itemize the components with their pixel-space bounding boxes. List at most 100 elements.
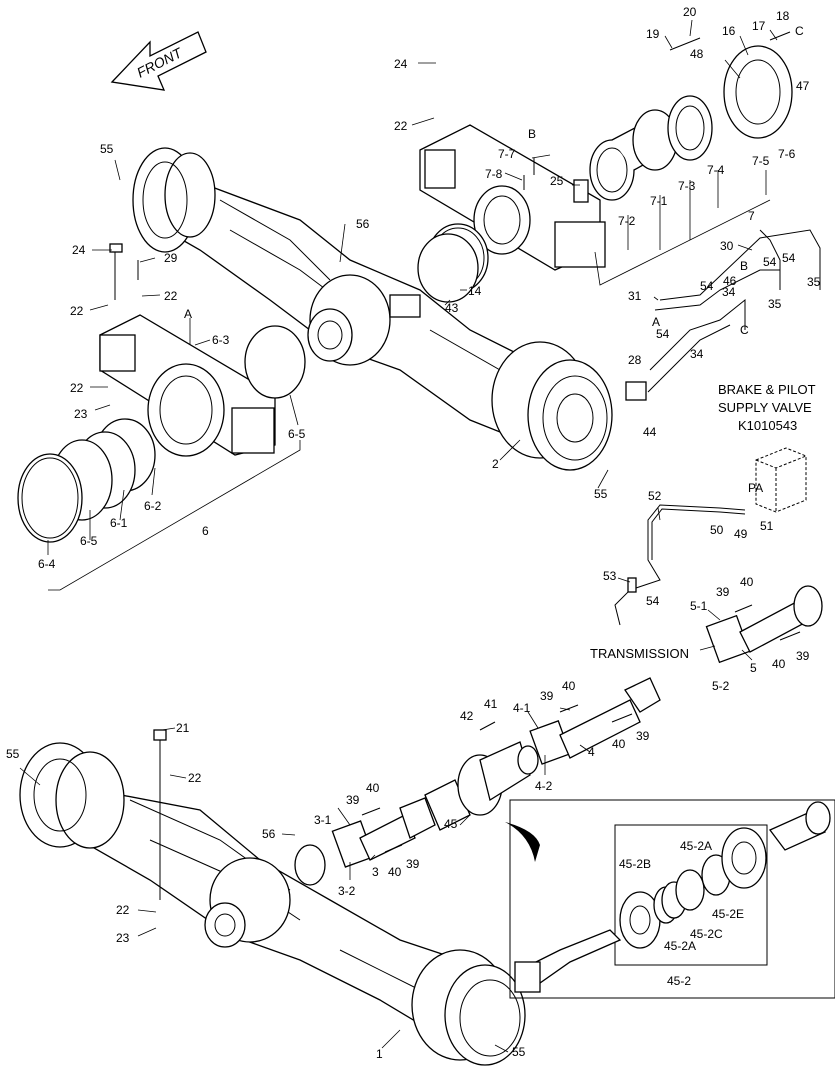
- part-label: 7-2: [618, 214, 636, 228]
- part-label: 22: [116, 903, 130, 917]
- part-label: 20: [683, 5, 697, 19]
- part-label: 40: [740, 575, 754, 589]
- drive-shaft-5: [705, 585, 823, 664]
- rear-axle-assembly: [132, 147, 613, 471]
- part-label: 41: [484, 697, 498, 711]
- part-label: 40: [366, 781, 380, 795]
- part-label: 40: [562, 679, 576, 693]
- part-label: 29: [164, 251, 178, 265]
- rear-trunnion-bracket: [419, 124, 606, 271]
- part-label: 34: [722, 285, 736, 299]
- part-label: 5-1: [690, 599, 708, 613]
- part-label: 55: [6, 747, 20, 761]
- part-label: C: [740, 323, 749, 337]
- part-label: 45-2A: [680, 839, 712, 853]
- pa-port-label: PA: [748, 481, 763, 495]
- part-label: 4-2: [535, 779, 553, 793]
- brake-note-line-1: BRAKE & PILOT: [718, 382, 816, 397]
- part-label: 39: [716, 585, 730, 599]
- part-label: 5: [750, 661, 757, 675]
- part-label: 39: [406, 857, 420, 871]
- part-label: 3-2: [338, 884, 356, 898]
- part-label: 30: [720, 239, 734, 253]
- part-label: 31: [628, 289, 642, 303]
- part-label: 45: [444, 817, 458, 831]
- part-label: 54: [700, 279, 714, 293]
- brake-piping: [625, 229, 821, 401]
- part-label: 45-2: [667, 974, 691, 988]
- supply-valve-box: [755, 447, 807, 513]
- part-label: 39: [636, 729, 650, 743]
- part-label: 54: [646, 594, 660, 608]
- brake-note-line-3: K1010543: [738, 418, 797, 433]
- part-label: 23: [116, 931, 130, 945]
- part-label: 4-1: [513, 701, 531, 715]
- part-label: 6-5: [80, 534, 98, 548]
- part-label: 39: [540, 689, 554, 703]
- seal-rings-14-43: [417, 223, 489, 303]
- part-label: 35: [807, 275, 821, 289]
- part-label: 19: [646, 27, 660, 41]
- part-label: 54: [782, 251, 796, 265]
- detail-box-45-2: [509, 799, 835, 999]
- drive-shaft-3: [331, 797, 436, 868]
- part-label: 42: [460, 709, 474, 723]
- part-label: 24: [394, 57, 408, 71]
- part-label: 6: [202, 524, 209, 538]
- part-label: 45-2C: [690, 927, 723, 941]
- part-label: 7: [748, 209, 755, 223]
- front-seal-rings: [17, 325, 306, 543]
- brake-hose: [614, 504, 746, 626]
- part-label: 55: [100, 142, 114, 156]
- part-label: 51: [760, 519, 774, 533]
- center-bearing-45: [424, 721, 539, 831]
- part-label: 40: [388, 865, 402, 879]
- part-label: A: [652, 315, 660, 329]
- part-label: 6-4: [38, 557, 56, 571]
- part-label: 22: [70, 304, 84, 318]
- part-label: 7-4: [707, 163, 725, 177]
- part-label: 22: [164, 289, 178, 303]
- part-label: 6-5: [288, 427, 306, 441]
- front-arrow: FRONT: [110, 31, 207, 91]
- part-label: 22: [394, 119, 408, 133]
- part-label: 55: [512, 1045, 526, 1059]
- part-label: 22: [188, 771, 202, 785]
- part-label: B: [740, 259, 748, 273]
- part-label: 7-1: [650, 194, 668, 208]
- part-label: 39: [796, 649, 810, 663]
- part-label: 54: [763, 255, 777, 269]
- bushing-ring-stack: [589, 31, 793, 201]
- part-label: 50: [710, 523, 724, 537]
- part-label: 40: [612, 737, 626, 751]
- part-label: 2: [492, 457, 499, 471]
- part-label: 7-6: [778, 147, 796, 161]
- leader-lines: [19, 19, 778, 1053]
- part-label: 28: [628, 353, 642, 367]
- part-label: 17: [752, 19, 766, 33]
- brake-note-line-2: SUPPLY VALVE: [718, 400, 812, 415]
- part-label: 6-1: [110, 516, 128, 530]
- part-label: 22: [70, 381, 84, 395]
- part-label: 49: [734, 527, 748, 541]
- part-label: 53: [603, 569, 617, 583]
- part-label: 23: [74, 407, 88, 421]
- part-label: 4: [588, 745, 595, 759]
- part-label: 45-2B: [619, 857, 651, 871]
- front-trunnion-bracket: [99, 243, 276, 457]
- part-label: 24: [72, 243, 86, 257]
- brake-note: BRAKE & PILOT SUPPLY VALVE K1010543: [718, 382, 816, 433]
- part-label: 43: [445, 301, 459, 315]
- detail-pointer: [505, 822, 540, 862]
- part-label: 6-2: [144, 499, 162, 513]
- part-label: 16: [722, 24, 736, 38]
- part-labels: 20 19 16 17 18 C 47 48 24 22 B 7-7 7-8 2…: [6, 5, 821, 1061]
- part-label: 14: [468, 284, 482, 298]
- part-label: 52: [648, 489, 662, 503]
- part-label: 39: [346, 793, 360, 807]
- drive-shaft-4: [529, 677, 661, 765]
- part-label: 56: [262, 827, 276, 841]
- part-label: 25: [550, 174, 564, 188]
- part-label: 7-7: [498, 147, 516, 161]
